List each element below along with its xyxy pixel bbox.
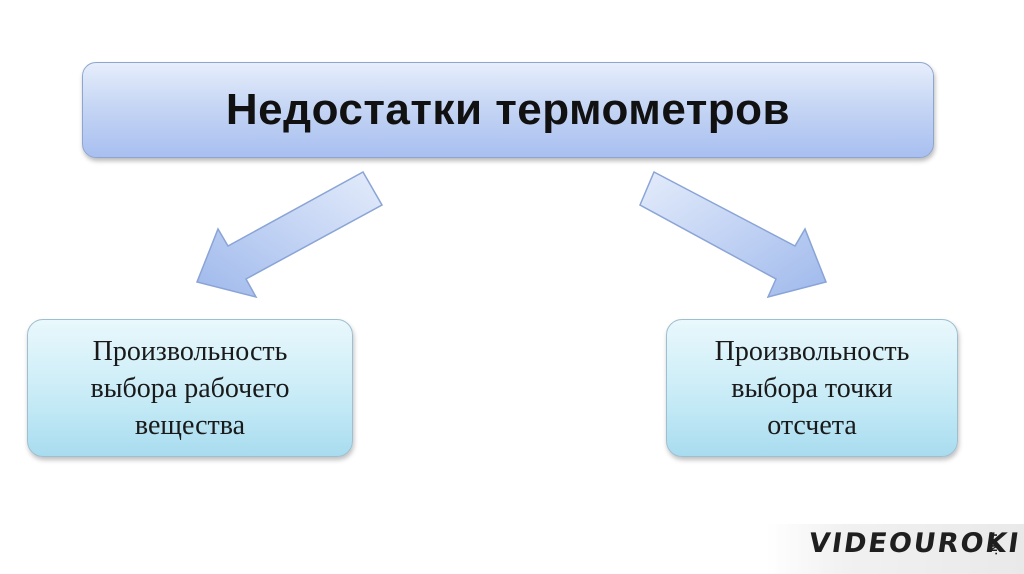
left-item-text: Произвольность выбора рабочего вещества <box>91 333 290 444</box>
watermark-logo: VIDEOUROKI .NET <box>766 524 1024 574</box>
title-box: Недостатки термометров <box>82 62 934 158</box>
watermark-background <box>766 524 1024 574</box>
arrow-right-down <box>639 170 828 299</box>
right-item-text: Произвольность выбора точки отсчета <box>715 333 910 444</box>
diagram-title: Недостатки термометров <box>225 85 791 134</box>
left-item-line: Произвольность <box>92 335 288 367</box>
left-item-box: Произвольность выбора рабочего вещества <box>27 319 353 457</box>
right-item-line: выбора точки <box>731 372 893 404</box>
right-item-box: Произвольность выбора точки отсчета <box>666 319 958 457</box>
arrow-left-down <box>195 170 384 299</box>
watermark-suffix: .NET <box>990 532 1000 556</box>
right-item-line: отсчета <box>767 409 857 441</box>
left-item-line: вещества <box>134 409 246 441</box>
right-item-line: Произвольность <box>714 335 910 367</box>
left-item-line: выбора рабочего <box>90 372 290 404</box>
